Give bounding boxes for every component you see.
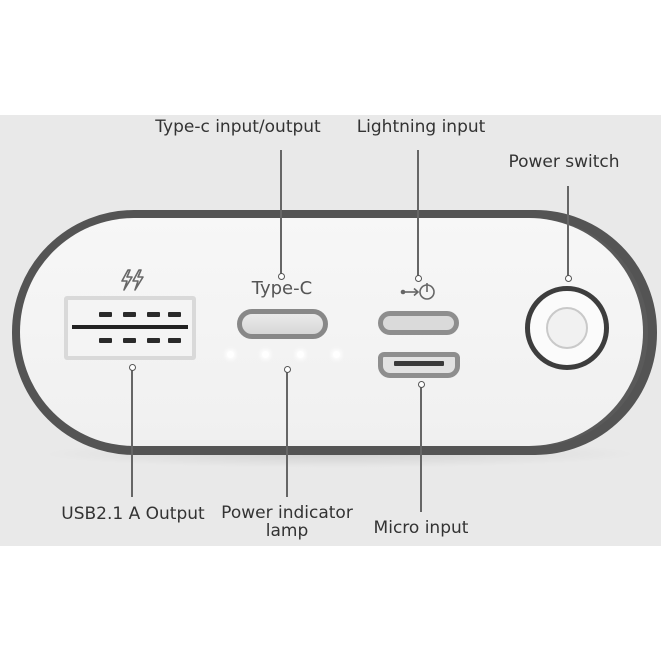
- callout-indicator-dot: [283, 366, 291, 373]
- lightning-port: [378, 311, 459, 335]
- callout-typec-label: Type-c input/output: [155, 117, 321, 137]
- callout-micro-line: [420, 384, 422, 512]
- indicator-led: [332, 351, 340, 358]
- callout-lightning-line: [417, 150, 419, 278]
- callout-micro-label: Micro input: [373, 518, 469, 538]
- callout-power-switch-line: [567, 186, 569, 278]
- usb-pin: [168, 312, 181, 317]
- callout-typec-dot: [277, 273, 285, 280]
- usb-pin: [123, 312, 136, 317]
- callout-indicator-label-line1: Power indicator: [221, 503, 353, 523]
- typec-port: [237, 309, 328, 339]
- callout-usb-output-dot: [128, 364, 136, 371]
- micro-usb-tongue: [394, 361, 444, 366]
- typec-marking: Type-C: [251, 278, 313, 299]
- usb-pin: [147, 338, 160, 343]
- callout-usb-output-line: [131, 367, 133, 497]
- usb-pin: [99, 312, 112, 317]
- callout-indicator-label: Power indicator lamp: [212, 504, 362, 540]
- callout-typec-line: [280, 150, 282, 276]
- callout-micro-dot: [417, 381, 425, 388]
- power-switch-button: [546, 307, 588, 349]
- indicator-led: [296, 351, 304, 358]
- indicator-led: [226, 351, 234, 358]
- callout-lightning-label: Lightning input: [356, 117, 486, 137]
- usb-a-tongue: [72, 325, 188, 329]
- usb-pin: [123, 338, 136, 343]
- callout-power-switch-label: Power switch: [508, 152, 620, 172]
- callout-usb-output-label: USB2.1 A Output: [61, 504, 205, 524]
- usb-pin: [99, 338, 112, 343]
- callout-power-switch-dot: [564, 275, 572, 282]
- callout-indicator-label-line2: lamp: [265, 521, 309, 541]
- fast-charge-bolts-icon: [121, 269, 144, 291]
- micro-usb-port: [378, 352, 460, 378]
- lightning-input-icon: [400, 283, 435, 300]
- callout-lightning-dot: [414, 275, 422, 282]
- usb-pin: [168, 338, 181, 343]
- indicator-led: [261, 351, 269, 358]
- usb-pin: [147, 312, 160, 317]
- callout-indicator-line: [286, 369, 288, 497]
